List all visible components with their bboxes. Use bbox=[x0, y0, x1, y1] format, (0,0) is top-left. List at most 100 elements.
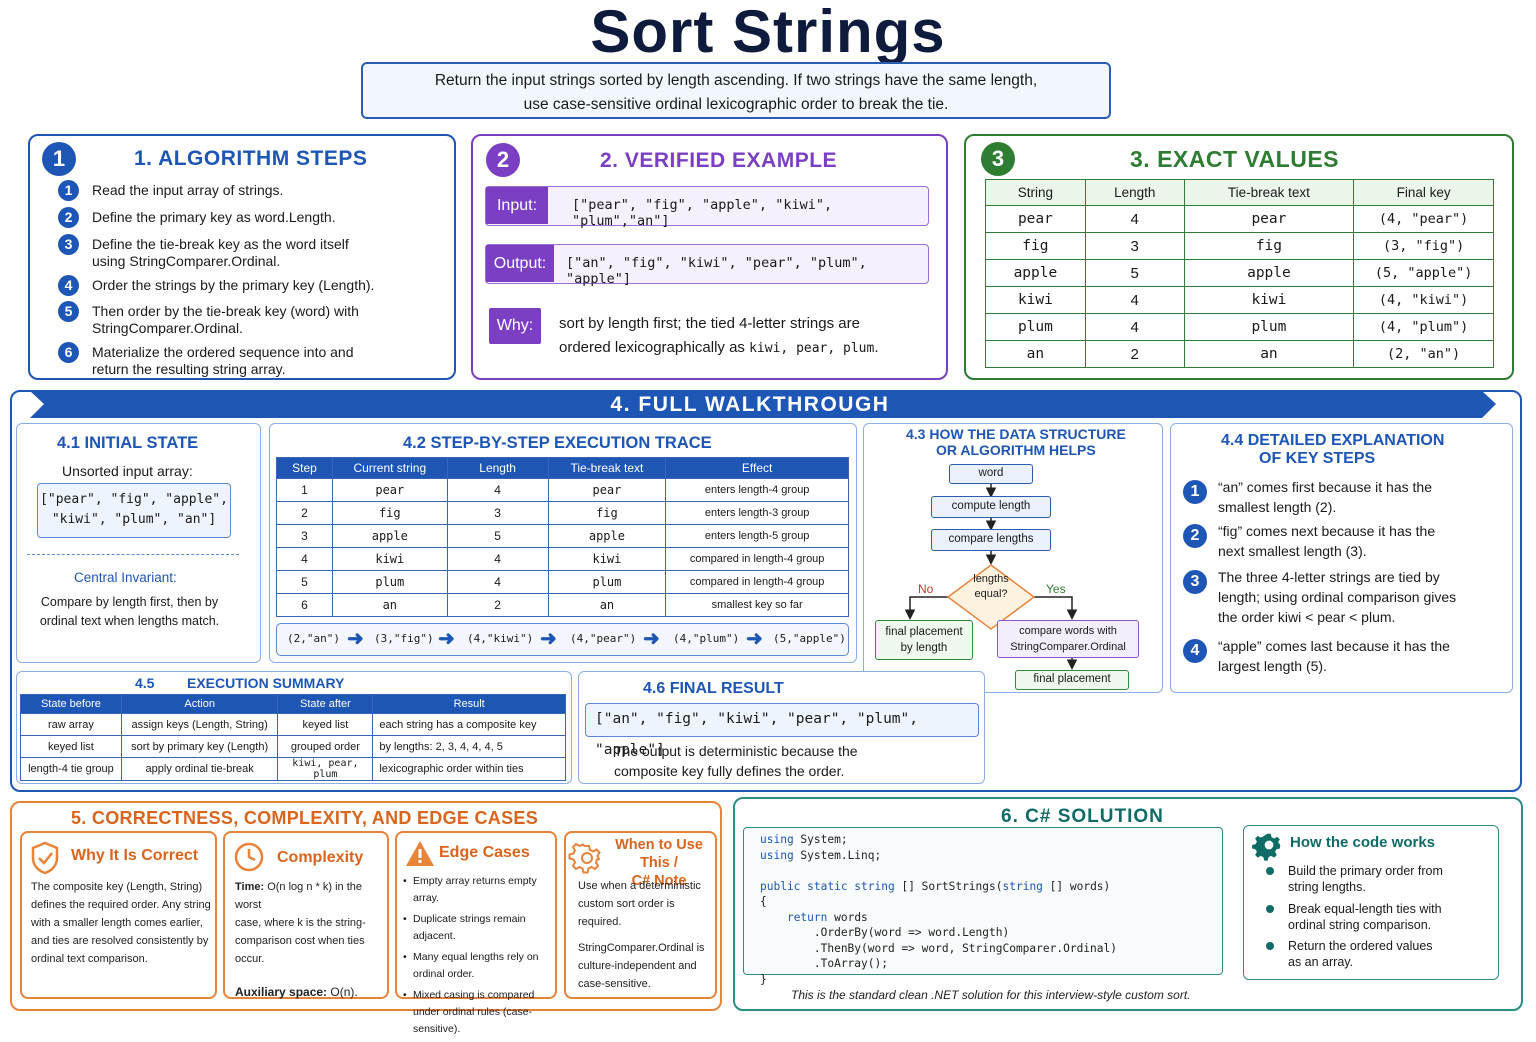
table-header: String bbox=[985, 179, 1086, 206]
step-text-line: Define the primary key as word.Length. bbox=[92, 209, 336, 225]
table-cell: enters length-5 group bbox=[665, 524, 849, 548]
csharp-solution-panel: 6. C# SOLUTION using System;using System… bbox=[733, 797, 1523, 1011]
final-len-line-2: by length bbox=[900, 642, 948, 654]
code-keyword: return bbox=[786, 910, 835, 924]
code-token: .ToArray(); bbox=[760, 957, 888, 970]
table-cell: 2 bbox=[1084, 340, 1185, 368]
table-cell: 4 bbox=[446, 570, 549, 594]
aux-label: Auxiliary space: bbox=[235, 985, 328, 999]
complexity-line-2: case, where k is the string- bbox=[235, 917, 366, 929]
flow-compare-lengths: compare lengths bbox=[931, 529, 1051, 551]
how-item-line: ordinal string comparison. bbox=[1288, 918, 1432, 932]
unsorted-array-line-1: ["pear", "fig", "apple", bbox=[40, 492, 228, 507]
final-note-line-1: The output is deterministic because the bbox=[614, 743, 858, 759]
final-result-card: 4.6 FINAL RESULT ["an", "fig", "kiwi", "… bbox=[578, 671, 985, 784]
gear-icon bbox=[568, 842, 601, 874]
explanation-line: the order kiwi < pear < plum. bbox=[1218, 609, 1396, 625]
final-result-title: 4.6 FINAL RESULT bbox=[643, 680, 784, 697]
table-cell: apple bbox=[331, 524, 448, 548]
problem-line-2: use case-sensitive ordinal lexicographic… bbox=[523, 96, 949, 113]
table-cell: raw array bbox=[20, 713, 122, 736]
arrow-right-icon: ➜ bbox=[540, 628, 557, 650]
step-text-line: Then order by the tie-break key (word) w… bbox=[92, 303, 359, 319]
edge-cases-list: •Empty array returns empty array.•Duplic… bbox=[403, 873, 557, 1042]
table-cell: fig bbox=[1183, 232, 1355, 260]
aux-line: Auxiliary space: O(n). bbox=[235, 983, 387, 1001]
table-cell: plum bbox=[1183, 313, 1355, 341]
unsorted-array-line-2: "kiwi", "plum", "an"] bbox=[51, 512, 217, 527]
unsorted-array: ["pear", "fig", "apple", "kiwi", "plum",… bbox=[37, 483, 231, 538]
step-text: Then order by the tie-break key (word) w… bbox=[92, 303, 359, 337]
divider bbox=[27, 554, 239, 555]
step-text-line: Materialize the ordered sequence into an… bbox=[92, 344, 354, 360]
step-number-badge: 6 bbox=[58, 342, 79, 363]
table-cell: 6 bbox=[276, 593, 333, 617]
table-cell: 4 bbox=[1084, 205, 1185, 233]
table-cell: (5, "apple") bbox=[1353, 259, 1494, 287]
data-structure-title: 4.3 HOW THE DATA STRUCTURE OR ALGORITHM … bbox=[906, 426, 1126, 458]
ds-title-line-2: OR ALGORITHM HELPS bbox=[936, 442, 1096, 458]
code-token: words bbox=[834, 910, 868, 924]
step-text: Define the primary key as word.Length. bbox=[92, 209, 336, 226]
table-cell: kiwi bbox=[331, 547, 448, 571]
table-cell: enters length-4 group bbox=[665, 478, 849, 502]
decision-diamond bbox=[946, 564, 1036, 630]
ds-title-line-1: 4.3 HOW THE DATA STRUCTURE bbox=[906, 426, 1126, 442]
code-line: using System.Linq; bbox=[760, 848, 1117, 864]
table-header: Length bbox=[1084, 179, 1185, 206]
why-line-2: ordered lexicographically as kiwi, pear,… bbox=[559, 336, 879, 361]
step-number-badge: 1 bbox=[58, 180, 79, 201]
invariant-text: Compare by length first, then by ordinal… bbox=[17, 593, 242, 631]
bullet-icon bbox=[1266, 867, 1274, 875]
why-prefix: ordered lexicographically as bbox=[559, 339, 750, 356]
arrow-right-icon: ➜ bbox=[438, 628, 455, 650]
detailed-explanation-title: 4.4 DETAILED EXPLANATION OF KEY STEPS bbox=[1221, 432, 1444, 468]
input-value: ["pear", "fig", "apple", "kiwi", "plum",… bbox=[572, 197, 833, 229]
correct-line: defines the required order. Any string bbox=[31, 899, 211, 911]
code-line: } bbox=[760, 972, 1117, 988]
table-cell: apple bbox=[985, 259, 1086, 287]
code-token: } bbox=[760, 972, 767, 986]
table-cell: (4, "plum") bbox=[1353, 313, 1494, 341]
table-cell: 3 bbox=[1084, 232, 1185, 260]
code-keyword: public static string bbox=[760, 879, 902, 893]
code-text: using System;using System.Linq; public s… bbox=[760, 832, 1117, 987]
table-cell: compared in length-4 group bbox=[665, 570, 849, 594]
table-cell: an bbox=[331, 593, 448, 617]
edge-cases-title: Edge Cases bbox=[439, 844, 530, 861]
input-row: Input: ["pear", "fig", "apple", "kiwi", … bbox=[485, 186, 929, 229]
verified-example-panel: 2 2. VERIFIED EXAMPLE Input: ["pear", "f… bbox=[471, 134, 948, 380]
compare-words-line-2: StringComparer.Ordinal bbox=[1010, 641, 1126, 653]
flow-final-by-length: final placement by length bbox=[875, 620, 973, 660]
flowchart-arrows bbox=[904, 484, 1078, 670]
table-header: Length bbox=[446, 457, 549, 479]
table-cell: an bbox=[547, 593, 667, 617]
table-cell: assign keys (Length, String) bbox=[120, 713, 279, 736]
code-line: .OrderBy(word => word.Length) bbox=[760, 925, 1117, 941]
table-cell: 4 bbox=[1084, 313, 1185, 341]
step-text-line: using StringComparer.Ordinal. bbox=[92, 253, 281, 269]
how-item-line: Return the ordered values bbox=[1288, 939, 1433, 953]
step-text-line: Read the input array of strings. bbox=[92, 182, 284, 198]
table-cell: plum bbox=[331, 570, 448, 594]
execution-summary-num: 4.5 bbox=[135, 675, 155, 691]
why-label: Why: bbox=[489, 308, 541, 344]
arrow-right-icon: ➜ bbox=[347, 628, 364, 650]
table-cell: pear bbox=[985, 205, 1086, 233]
code-token: { bbox=[760, 895, 767, 908]
edge-case-line: Many equal lengths rely on bbox=[413, 951, 539, 963]
table-header: Current string bbox=[331, 457, 448, 479]
table-cell: fig bbox=[985, 232, 1086, 260]
